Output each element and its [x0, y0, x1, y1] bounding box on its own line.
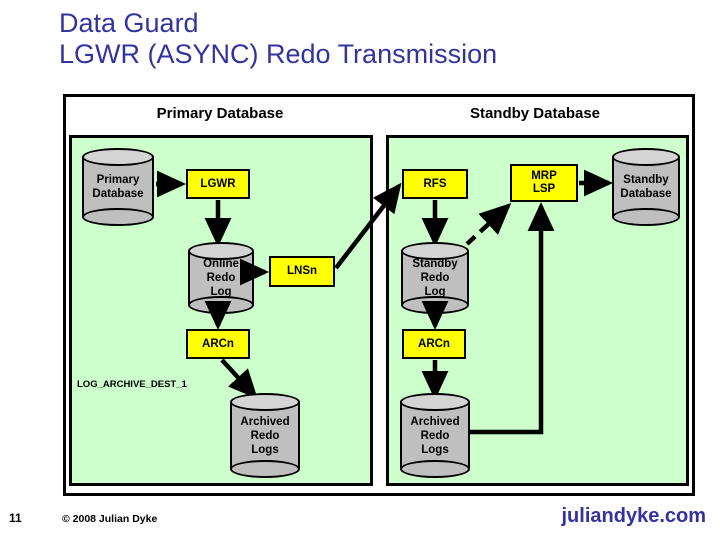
lnsn-process-box[interactable]: LNSn	[269, 256, 335, 287]
standby-database-cylinder-label: Standby Database	[620, 174, 672, 200]
standby-archived-redo-logs-label: Archived Redo Logs	[410, 415, 460, 456]
title-line-1: Data Guard	[59, 8, 199, 38]
standby-panel-header: Standby Database	[469, 105, 601, 122]
lgwr-process-box[interactable]: LGWR	[186, 169, 250, 199]
online-redo-log-label: Online Redo Log	[203, 258, 239, 298]
cylinder-top	[612, 148, 680, 166]
standby-arcn-process-box[interactable]: ARCn	[402, 329, 466, 359]
cylinder-bottom	[400, 460, 470, 478]
primary-archived-redo-logs-label: Archived Redo Logs	[240, 415, 290, 456]
online-redo-log-cylinder: Online Redo Log	[188, 242, 254, 314]
standby-redo-log-label: Standby Redo Log	[412, 258, 458, 298]
primary-archived-redo-logs-cylinder: Archived Redo Logs	[230, 393, 300, 478]
log-archive-dest-1-label: LOG_ARCHIVE_DEST_1	[77, 379, 187, 390]
standby-database-cylinder: Standby Database	[612, 148, 680, 226]
cylinder-bottom	[82, 208, 154, 226]
primary-database-cylinder-label: Primary Database	[92, 174, 144, 200]
primary-arcn-process-box[interactable]: ARCn	[186, 329, 250, 359]
primary-panel-header: Primary Database	[156, 105, 284, 122]
slide-page-number: 11	[9, 511, 22, 525]
rfs-process-box[interactable]: RFS	[402, 169, 468, 199]
primary-database-cylinder: Primary Database	[82, 148, 154, 226]
brand-link[interactable]: juliandyke.com	[561, 505, 707, 527]
copyright-text: © 2008 Julian Dyke	[62, 513, 158, 525]
cylinder-body	[82, 157, 154, 217]
title-line-2: LGWR (ASYNC) Redo Transmission	[59, 39, 498, 69]
cylinder-bottom	[612, 208, 680, 226]
standby-archived-redo-logs-cylinder: Archived Redo Logs	[400, 393, 470, 478]
cylinder-body	[230, 402, 300, 469]
mrp-lsp-process-box[interactable]: MRP LSP	[510, 164, 578, 202]
page-title: Data Guard LGWR (ASYNC) Redo Transmissio…	[59, 8, 699, 70]
cylinder-bottom	[230, 460, 300, 478]
cylinder-top	[82, 148, 154, 166]
standby-redo-log-cylinder: Standby Redo Log	[401, 242, 469, 314]
cylinder-body	[400, 402, 470, 469]
